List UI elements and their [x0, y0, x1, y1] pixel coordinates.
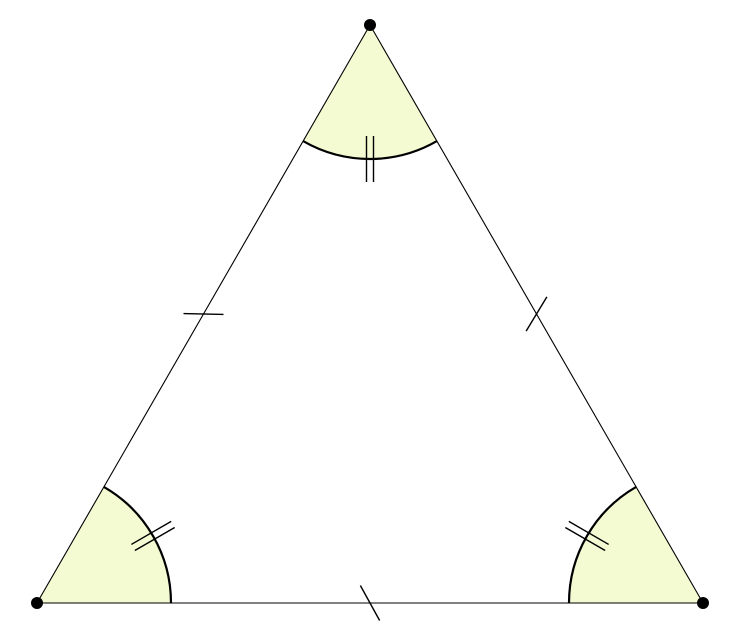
- triangle-vertices: [31, 19, 709, 609]
- side-tick-right: [525, 296, 548, 332]
- vertex-dot-bottom-right: [697, 597, 709, 609]
- angle-tick-bottom-left-1: [131, 520, 172, 546]
- angle-sector-bottom-left: [37, 486, 171, 603]
- side-tick-marks: [183, 296, 548, 621]
- side-tick-bottom: [359, 585, 381, 621]
- angle-tick-bottom-right-2: [568, 520, 609, 546]
- angle-sector-top: [303, 25, 437, 159]
- angle-tick-marks: [131, 136, 609, 552]
- side-tick-left: [183, 312, 224, 316]
- angle-tick-bottom-right-1: [564, 526, 606, 552]
- angle-arc-bottom-right: [567, 485, 637, 604]
- vertex-dot-bottom-left: [31, 597, 43, 609]
- angle-sector-bottom-right: [569, 486, 703, 603]
- angle-arcs: [103, 140, 637, 604]
- angle-tick-bottom-left-2: [134, 526, 176, 552]
- vertex-dot-top: [364, 19, 376, 31]
- angle-arc-bottom-left: [103, 485, 173, 604]
- angle-arc-top: [302, 140, 438, 161]
- angle-sectors: [37, 25, 703, 603]
